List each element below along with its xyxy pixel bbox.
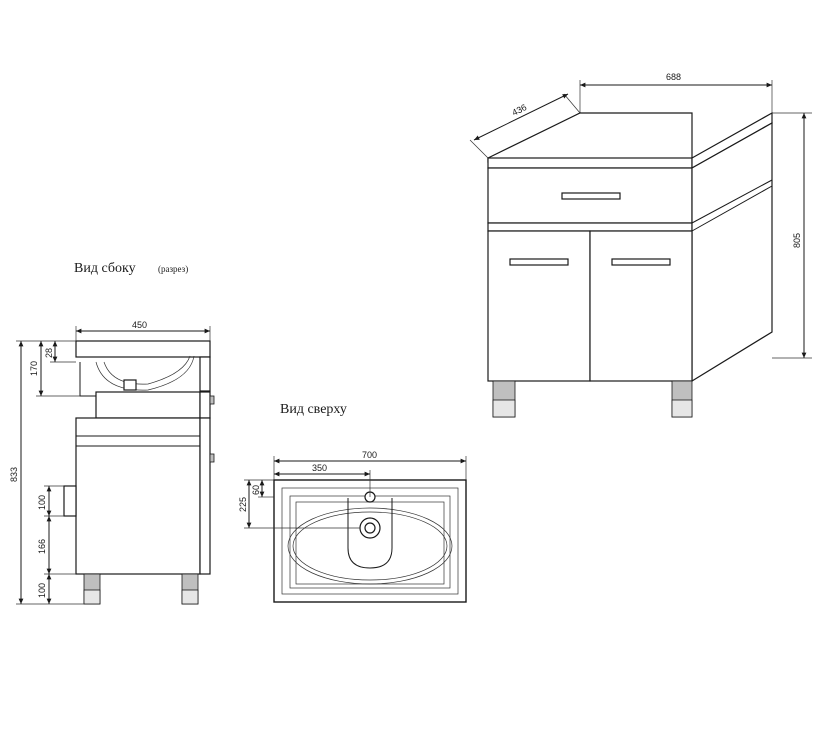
iso-depth-label: 436 [510, 102, 528, 118]
right-door-handle [611, 258, 671, 266]
drain-inner [364, 522, 376, 534]
left-door-handle [509, 258, 569, 266]
side-view: Вид сбоку (разрез) 450 83 [9, 261, 215, 605]
top-view: Вид сверху 700 350 60 225 [238, 402, 467, 603]
top-view-title: Вид сверху [280, 402, 347, 417]
top-drain-label: 225 [238, 497, 248, 512]
side-legs-label: 100 [37, 583, 47, 598]
side-handle-label: 100 [37, 495, 47, 510]
side-top-label: 28 [44, 348, 54, 358]
iso-width-label: 688 [666, 72, 681, 82]
top-width-label: 700 [362, 450, 377, 460]
side-total-height-label: 833 [9, 467, 19, 482]
right-door [589, 230, 693, 382]
side-depth-label: 450 [132, 320, 147, 330]
top-tap-label: 60 [251, 485, 261, 495]
left-door [487, 230, 591, 382]
side-view-subtitle: (разрез) [158, 264, 188, 274]
drawer-handle [561, 192, 621, 200]
side-view-title: Вид сбоку [74, 261, 136, 276]
iso-height-label: 805 [792, 233, 802, 248]
side-basin-label: 170 [29, 361, 39, 376]
isometric-view: 436 688 805 [469, 72, 812, 418]
side-handle-offset-label: 166 [37, 539, 47, 554]
top-half-label: 350 [312, 463, 327, 473]
